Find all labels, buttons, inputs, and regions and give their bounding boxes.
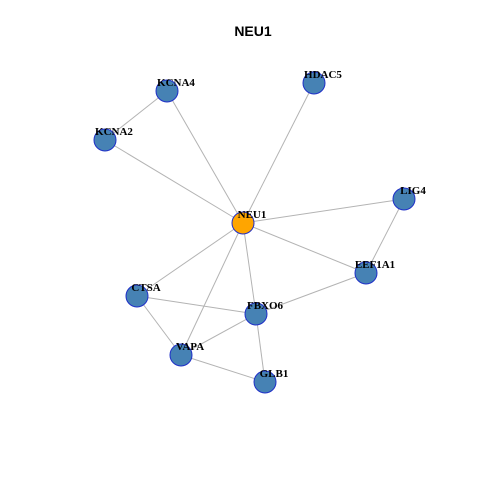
node-vapa[interactable] (169, 343, 193, 367)
node-label-lig4: LIG4 (400, 185, 426, 197)
edge-neu1-kcna2 (104, 139, 244, 224)
edge-neu1-fbxo6 (242, 222, 257, 315)
node-glb1[interactable] (253, 370, 277, 394)
node-kcna4[interactable] (155, 79, 179, 103)
edge-ctsa-vapa (136, 295, 182, 356)
edge-vapa-glb1 (180, 354, 266, 383)
node-label-kcna2: KCNA2 (95, 126, 133, 138)
edge-kcna4-kcna2 (104, 90, 168, 141)
edge-neu1-hdac5 (242, 82, 315, 224)
node-label-ctsa: CTSA (131, 282, 160, 294)
graph-title: NEU1 (234, 23, 272, 39)
edge-neu1-lig4 (242, 198, 405, 224)
node-hdac5[interactable] (302, 71, 326, 95)
edges-layer (104, 82, 405, 383)
edge-eef1a1-fbxo6 (255, 272, 367, 315)
node-label-vapa: VAPA (176, 341, 204, 353)
node-neu1[interactable] (231, 211, 255, 235)
node-label-hdac5: HDAC5 (304, 69, 342, 81)
node-label-kcna4: KCNA4 (157, 77, 195, 89)
edge-neu1-ctsa (136, 222, 244, 297)
node-label-fbxo6: FBXO6 (247, 300, 284, 312)
node-ctsa[interactable] (125, 284, 149, 308)
node-eef1a1[interactable] (354, 261, 378, 285)
edge-neu1-vapa (180, 222, 244, 356)
edge-neu1-eef1a1 (242, 222, 367, 274)
edge-ctsa-fbxo6 (136, 295, 257, 315)
node-label-neu1: NEU1 (238, 209, 267, 221)
node-kcna2[interactable] (93, 128, 117, 152)
node-lig4[interactable] (392, 187, 416, 211)
edge-lig4-eef1a1 (365, 198, 405, 274)
edge-fbxo6-vapa (180, 313, 257, 356)
nodes-layer (93, 71, 416, 394)
node-label-eef1a1: EEF1A1 (355, 259, 395, 271)
node-fbxo6[interactable] (244, 302, 268, 326)
edge-neu1-kcna4 (166, 90, 244, 224)
node-label-glb1: GLB1 (260, 368, 289, 380)
